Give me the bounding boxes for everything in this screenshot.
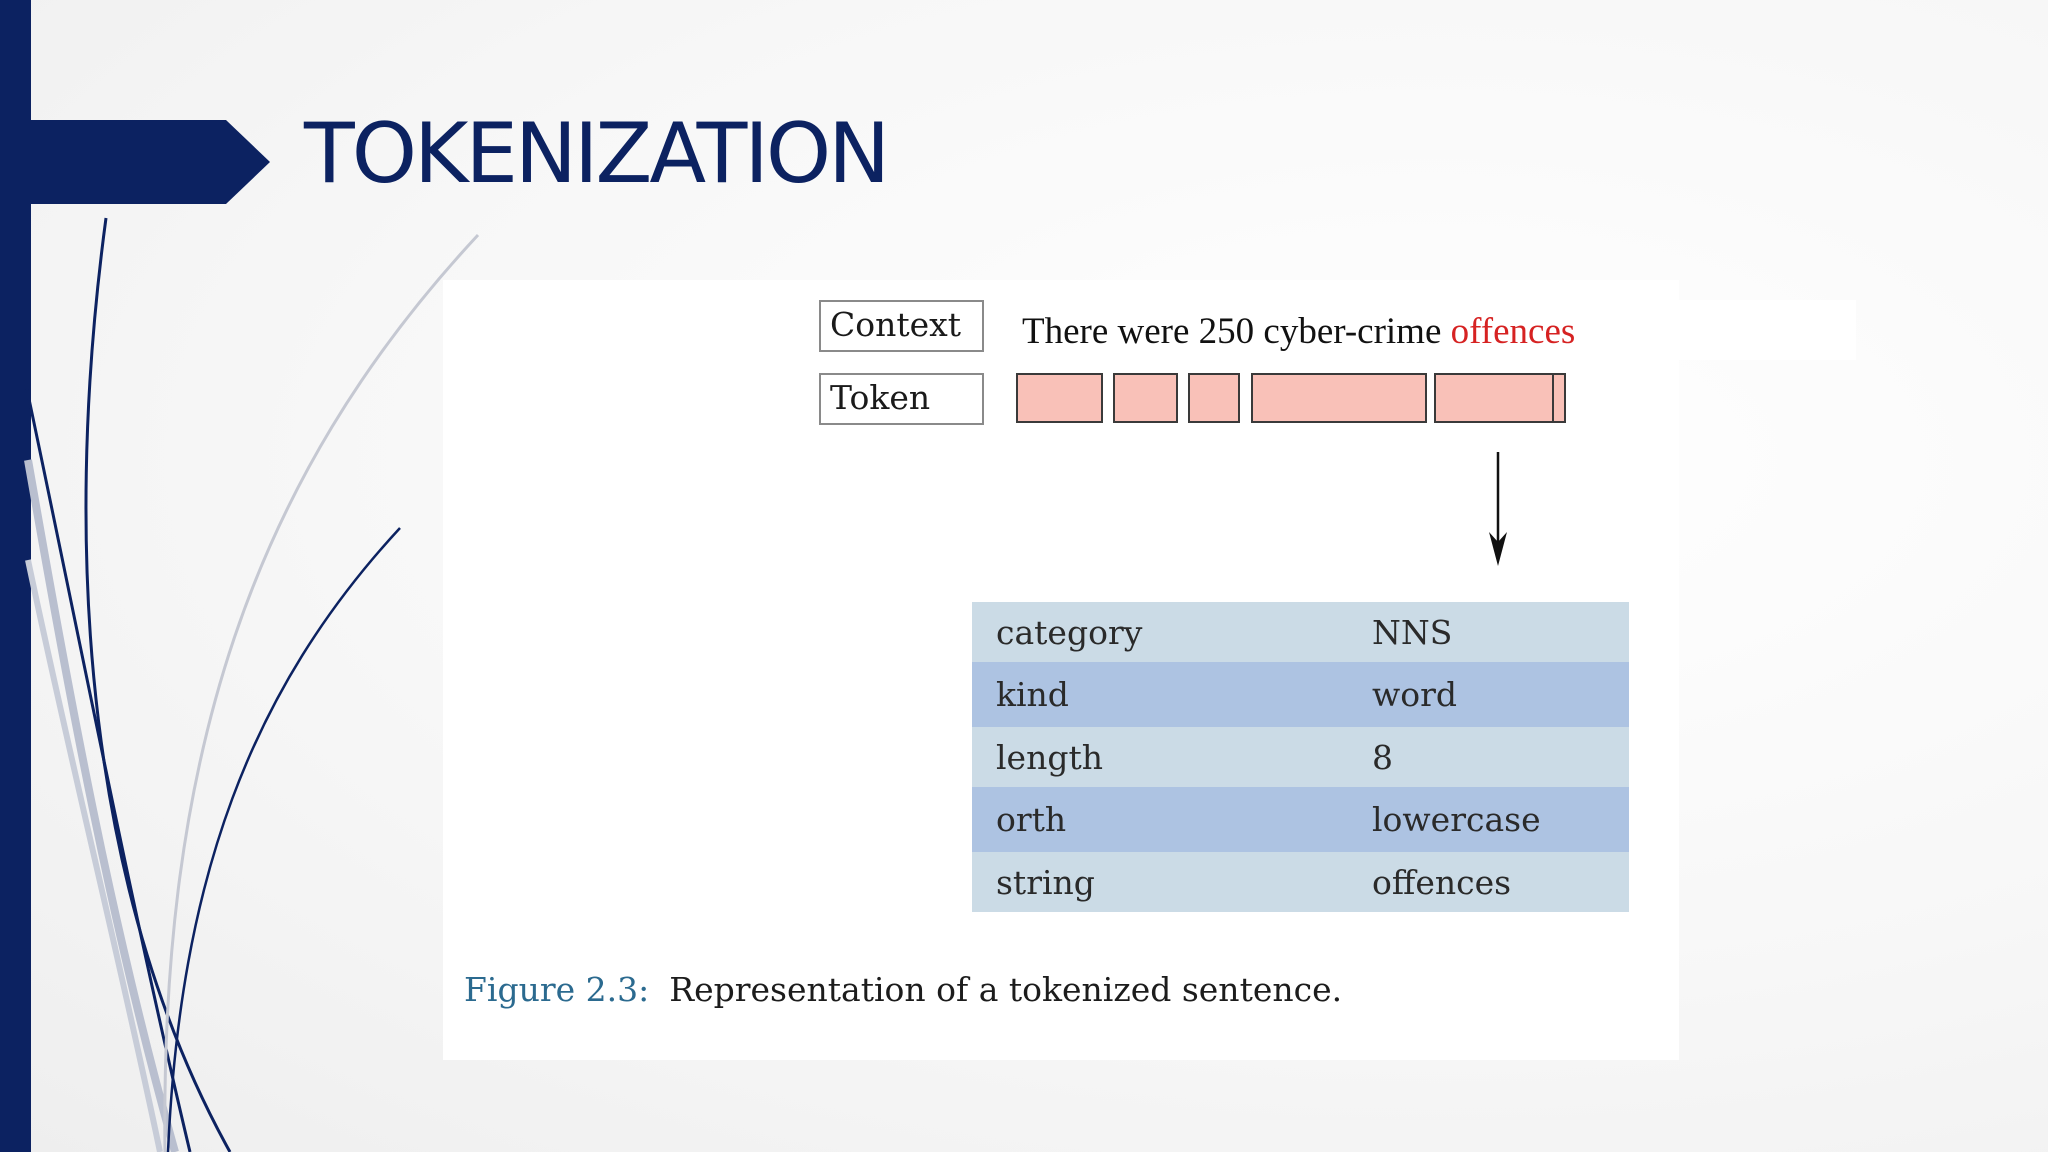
context-label: Context bbox=[819, 300, 984, 352]
token-boundary-marker bbox=[1552, 375, 1554, 421]
caption-text: Representation of a tokenized sentence. bbox=[669, 970, 1343, 1009]
feature-table: category NNS kind word length 8 orth low… bbox=[972, 602, 1629, 912]
feature-value: lowercase bbox=[1372, 800, 1541, 839]
feature-row: orth lowercase bbox=[972, 787, 1629, 852]
slide-title: TOKENIZATION bbox=[304, 105, 890, 202]
feature-key: category bbox=[996, 612, 1143, 652]
sentence-strip bbox=[1000, 300, 1856, 360]
token-label: Token bbox=[819, 373, 984, 425]
feature-value: offences bbox=[1372, 862, 1512, 902]
title-arrow-banner bbox=[0, 120, 270, 204]
token-cell bbox=[1251, 373, 1427, 423]
token-cell bbox=[1016, 373, 1103, 423]
feature-key: kind bbox=[996, 675, 1069, 714]
feature-key: orth bbox=[996, 800, 1067, 839]
feature-key: string bbox=[996, 862, 1095, 902]
feature-value: NNS bbox=[1372, 612, 1453, 652]
figure-number: Figure 2.3: bbox=[464, 970, 650, 1009]
highlighted-word: offences bbox=[1450, 311, 1576, 352]
feature-row: category NNS bbox=[972, 602, 1629, 662]
token-cell bbox=[1113, 373, 1178, 423]
figure-caption: Figure 2.3: Representation of a tokenized… bbox=[464, 970, 1342, 1009]
feature-row: kind word bbox=[972, 662, 1629, 727]
sentence-text: There were 250 cyber-crime bbox=[1022, 311, 1451, 352]
context-sentence: There were 250 cyber-crime offences bbox=[1022, 309, 1575, 355]
feature-row: length 8 bbox=[972, 727, 1629, 787]
token-cell bbox=[1188, 373, 1240, 423]
down-arrow-icon bbox=[1489, 452, 1507, 566]
feature-value: word bbox=[1372, 675, 1458, 714]
token-cell-selected bbox=[1434, 373, 1566, 423]
decorative-curves bbox=[23, 217, 480, 1152]
feature-row: string offences bbox=[972, 852, 1629, 912]
feature-key: length bbox=[996, 737, 1103, 777]
feature-value: 8 bbox=[1372, 737, 1393, 777]
